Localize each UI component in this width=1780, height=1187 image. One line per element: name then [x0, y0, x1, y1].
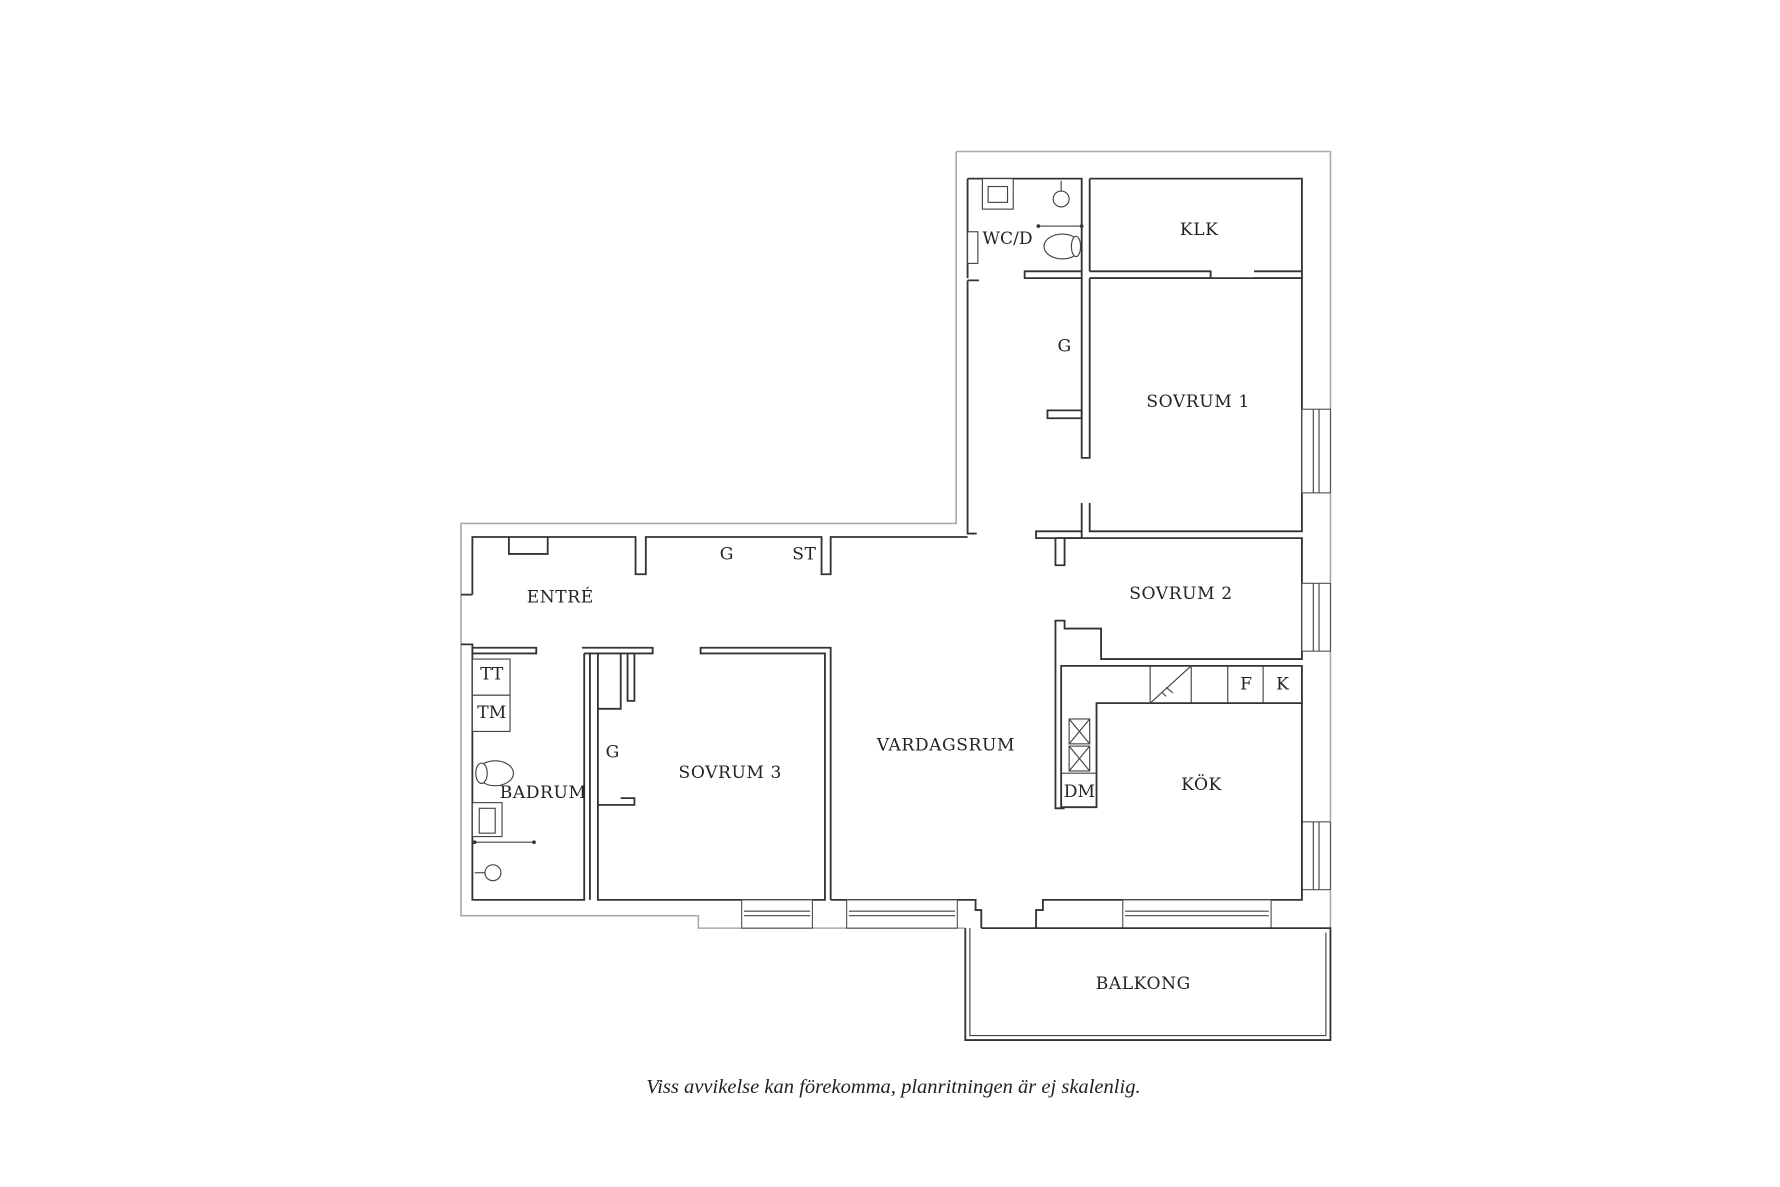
- washing-machine-box: [471, 694, 511, 732]
- label-badrum: BADRUM: [500, 783, 587, 803]
- bathroom-fixtures: [471, 658, 536, 882]
- label-sovrum3: SOVRUM 3: [679, 763, 782, 783]
- west-wing-walls: [460, 536, 1303, 929]
- label-sovrum3-storage: G: [606, 742, 620, 762]
- wcd-shower: [1052, 190, 1070, 208]
- label-entre-closet: ST: [792, 545, 816, 565]
- room-labels: WC/D KLK G SOVRUM 1 SOVRUM 2 G ST ENTRÉ …: [477, 220, 1289, 994]
- south-windows: [741, 899, 1272, 929]
- label-entre-storage: G: [720, 545, 734, 565]
- kitchen-counters: [1060, 664, 1303, 809]
- wcd-sink: [981, 178, 1014, 210]
- label-kok: KÖK: [1181, 774, 1222, 795]
- label-sovrum1: SOVRUM 1: [1146, 392, 1249, 412]
- label-fridge: K: [1276, 675, 1289, 695]
- wcd-fixtures: [967, 178, 1084, 264]
- label-sovrum2: SOVRUM 2: [1129, 584, 1232, 604]
- label-dishwasher: DM: [1064, 782, 1095, 802]
- label-entre: ENTRÉ: [527, 587, 594, 608]
- outer-building-outline: [460, 150, 1332, 1041]
- label-wcd: WC/D: [982, 229, 1032, 249]
- tumble-dryer-box: [471, 658, 511, 696]
- label-vardagsrum: VARDAGSRUM: [876, 736, 1015, 756]
- label-klk: KLK: [1180, 220, 1219, 240]
- balcony: [964, 927, 1332, 1041]
- badrum-shower: [484, 864, 502, 882]
- east-windows: [1301, 408, 1332, 891]
- label-washing-machine: TM: [477, 703, 506, 723]
- label-hall-storage-north: G: [1057, 337, 1071, 357]
- north-wing-walls: [966, 177, 1303, 810]
- label-tumble-dryer: TT: [480, 664, 504, 684]
- disclaimer-caption: Viss avvikelse kan förekomma, planritnin…: [646, 1076, 1140, 1098]
- stove-hood-symbol: [1149, 665, 1192, 704]
- label-freezer: F: [1240, 675, 1252, 695]
- label-balkong: BALKONG: [1096, 974, 1191, 994]
